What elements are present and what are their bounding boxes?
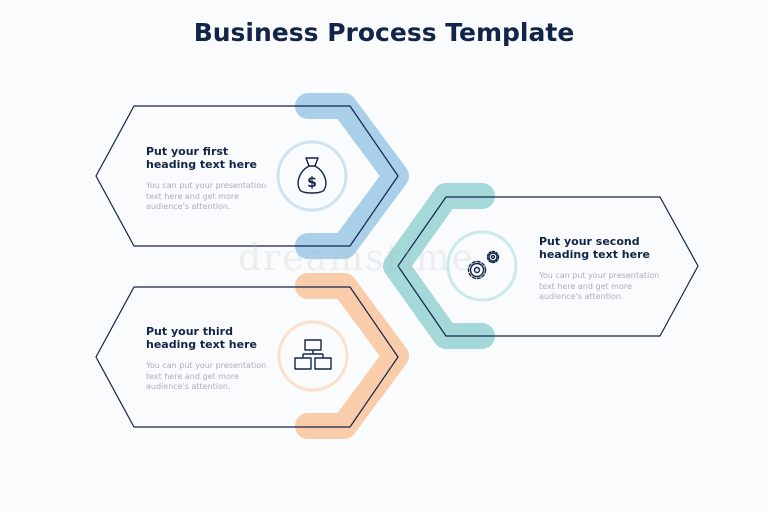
step-3-icon-circle <box>277 320 349 392</box>
step-2-body: You can put your presentation text here … <box>539 271 660 301</box>
step-1-outline <box>95 105 399 247</box>
step-3-body: You can put your presentation text here … <box>146 361 267 391</box>
step-2-text: Put your second heading text here You ca… <box>539 235 667 303</box>
hierarchy-icon <box>294 339 332 370</box>
step-3-outline <box>95 286 399 428</box>
step-1-body: You can put your presentation text here … <box>146 181 267 211</box>
svg-text:$: $ <box>307 175 317 191</box>
step-1-text: Put your first heading text here You can… <box>146 145 274 213</box>
page-title: Business Process Template <box>193 18 575 47</box>
gears-icon <box>467 250 500 280</box>
money-bag-icon: $ <box>297 157 327 194</box>
step-2-heading: Put your second heading text here <box>539 235 650 261</box>
step-1-heading: Put your first heading text here <box>146 145 257 171</box>
watermark: dreamstime <box>238 238 476 279</box>
step-1-icon-circle <box>276 140 348 212</box>
step-2-outline <box>397 196 699 337</box>
step-3-heading: Put your third heading text here <box>146 325 257 351</box>
step-3-chevron <box>295 273 409 439</box>
step-3-text: Put your third heading text here You can… <box>146 325 274 393</box>
